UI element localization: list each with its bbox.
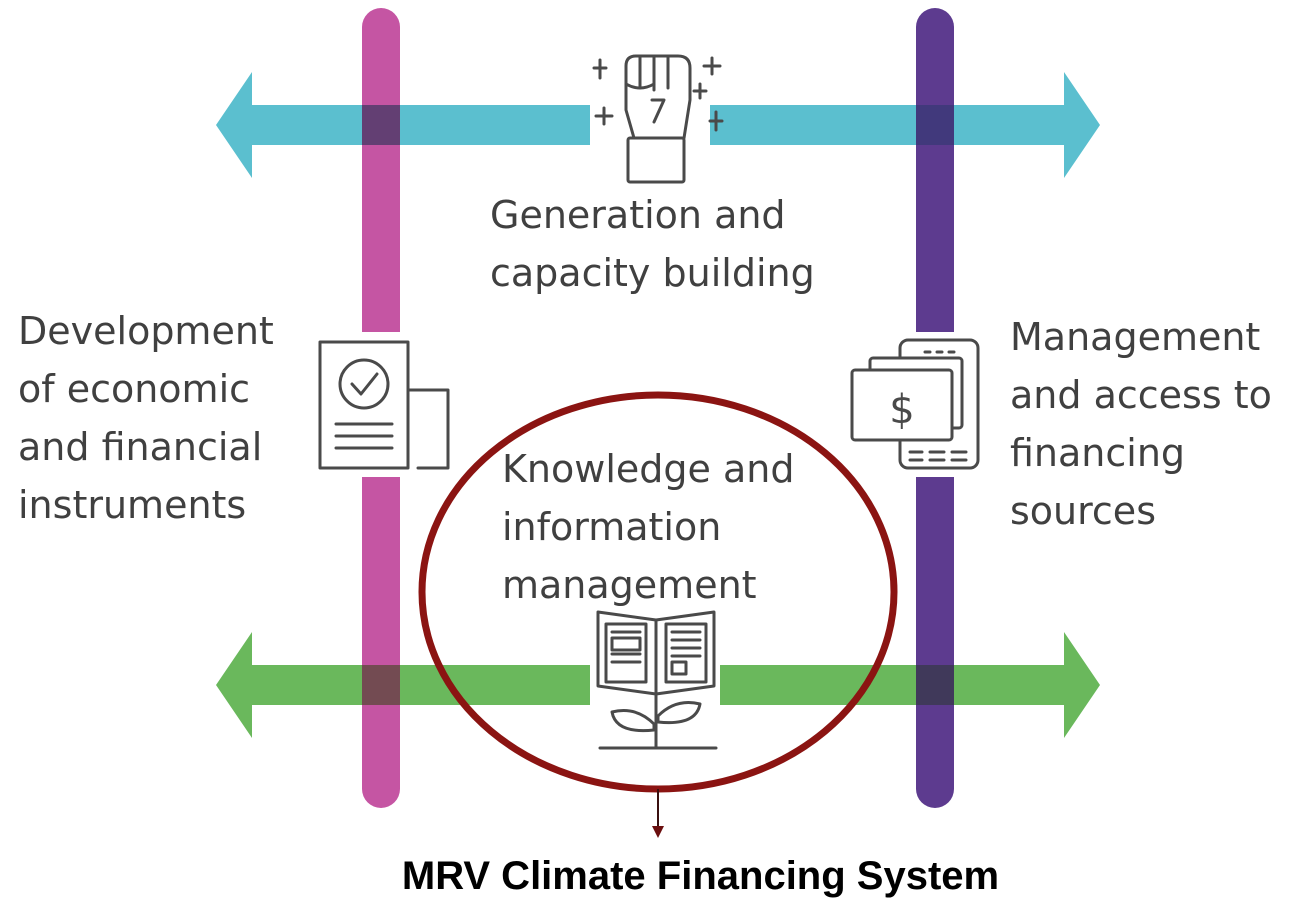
dollar-glyph: $ <box>889 387 914 433</box>
label-line: information <box>502 505 722 549</box>
book-plant-icon <box>596 610 718 750</box>
label-line: Knowledge and <box>502 447 795 491</box>
label-knowledge-management: Knowledge and information management <box>502 440 794 614</box>
icon-backdrop <box>590 50 710 190</box>
label-line: of economic <box>18 367 251 411</box>
overlap-mark <box>916 665 954 705</box>
label-line: financing <box>1010 431 1186 475</box>
label-line: and financial <box>18 425 263 469</box>
overlap-mark <box>362 105 400 145</box>
overlap-mark <box>362 665 400 705</box>
diagram-caption: MRV Climate Financing System <box>0 852 1307 900</box>
raised-fist-icon <box>592 54 724 184</box>
label-line: sources <box>1010 489 1156 533</box>
overlap-mark <box>916 105 954 145</box>
label-generation-capacity: Generation and capacity building <box>490 186 815 302</box>
label-line: Generation and <box>490 193 786 237</box>
label-line: Management <box>1010 315 1261 359</box>
label-line: capacity building <box>490 251 815 295</box>
label-line: and access to <box>1010 373 1272 417</box>
label-economic-instruments: Development of economic and financial in… <box>18 302 274 534</box>
dollar-bill-phone-icon: $ <box>850 338 980 470</box>
connector-arrowhead <box>652 826 664 838</box>
label-line: instruments <box>18 483 247 527</box>
label-financing-access: Management and access to financing sourc… <box>1010 308 1272 540</box>
caption-text: MRV Climate Financing System <box>401 854 1000 898</box>
checked-document-icon <box>318 340 450 470</box>
label-line: Development <box>18 309 274 353</box>
label-line: management <box>502 563 757 607</box>
